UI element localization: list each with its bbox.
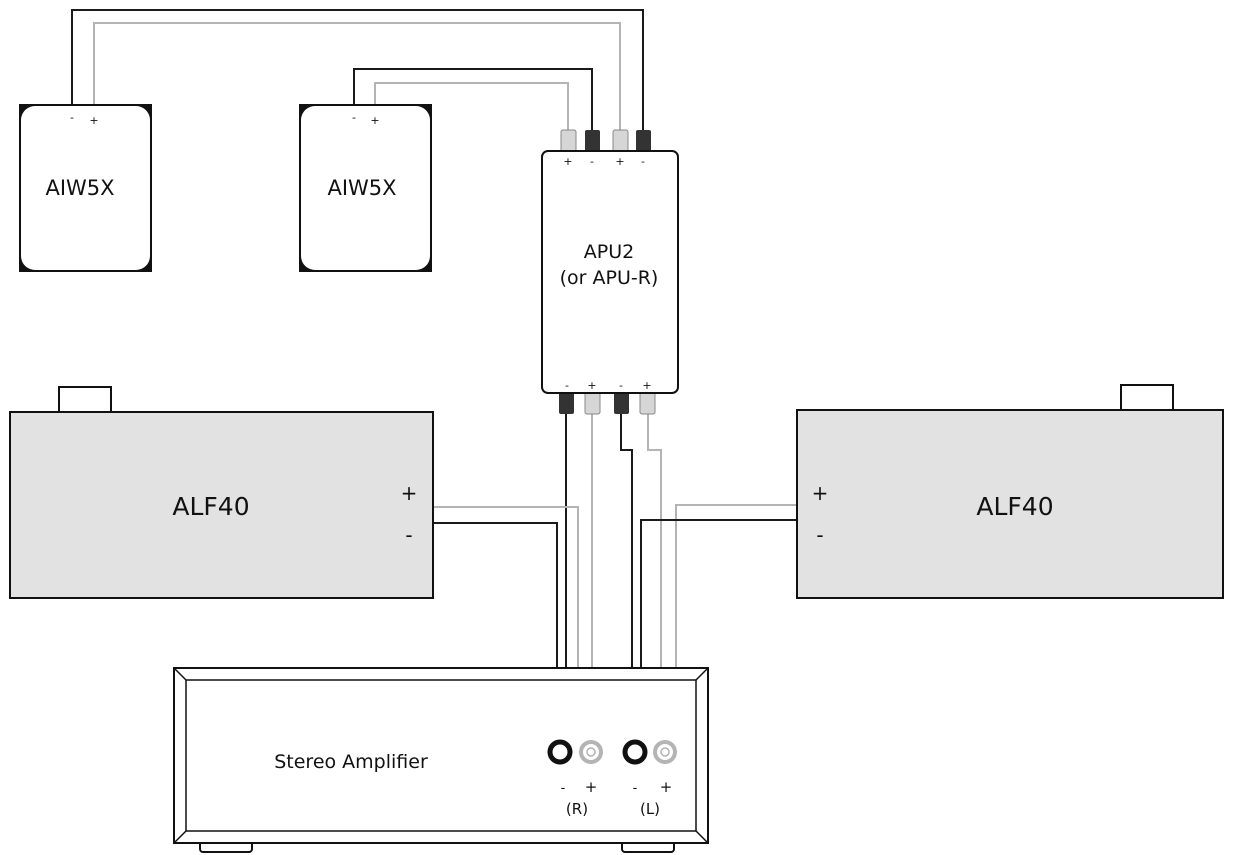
apu-body: [541, 150, 679, 394]
amp-l-channel-label: (L): [640, 800, 660, 818]
amp-r-minus-mark: -: [561, 781, 566, 796]
subwoofer-left: ALF40 + -: [9, 386, 434, 599]
subwoofer-right-minus-mark: -: [816, 523, 823, 547]
subwoofer-right-handle: [1120, 384, 1174, 412]
amplifier-body: [173, 667, 709, 844]
apu-bottom-mark-3: -: [619, 379, 623, 392]
subwoofer-right-body: [796, 409, 1224, 599]
amplifier-bevel: [185, 679, 697, 832]
apu-label-line2: (or APU-R): [560, 267, 659, 289]
wire-apu-l-plus: [647, 412, 662, 741]
speaker-left-plus-mark: +: [89, 114, 98, 127]
apu-top-mark-3: +: [615, 155, 624, 168]
amp-l-plus-terminal: [653, 740, 677, 764]
apu-bottom-mark-4: +: [642, 379, 651, 392]
subwoofer-right-plus-mark: +: [812, 481, 829, 505]
apu-top-mark-4: -: [641, 155, 645, 168]
apu-top-connector-3: [612, 129, 629, 153]
speaker-left-label: AIW5X: [45, 176, 114, 200]
speaker-left: - + AIW5X: [19, 104, 152, 272]
speaker-right-label: AIW5X: [327, 176, 396, 200]
apu-top-connector-1: [560, 129, 577, 153]
apu-bottom-connector-1: [559, 392, 574, 414]
apu-top-mark-2: -: [590, 155, 594, 168]
apu-top-connector-4: [636, 130, 651, 152]
amp-r-minus-terminal: [547, 739, 573, 765]
amp-r-plus-mark: +: [585, 778, 598, 796]
subwoofer-left-minus-mark: -: [405, 523, 412, 547]
apu-bottom-mark-1: -: [565, 379, 569, 392]
amp-l-minus-terminal: [622, 739, 648, 765]
wire-speaker1-plus: [93, 22, 621, 130]
subwoofer-left-handle: [58, 386, 112, 414]
apu-label-line1: APU2: [584, 241, 634, 263]
stereo-amplifier: Stereo Amplifier - + (R) - + (L): [173, 667, 709, 853]
wire-speaker2-plus: [374, 82, 569, 130]
wire-sub-right-plus: [675, 504, 797, 741]
amp-l-minus-mark: -: [633, 781, 638, 796]
speaker-left-minus-mark: -: [70, 111, 74, 124]
wire-apu-l-minus: [620, 412, 633, 741]
subwoofer-left-body: [9, 411, 434, 599]
speaker-right-minus-mark: -: [352, 111, 356, 124]
amp-l-plus-mark: +: [660, 778, 673, 796]
apu-bottom-connector-3: [614, 392, 629, 414]
apu-bottom-mark-2: +: [587, 379, 596, 392]
subwoofer-right: ALF40 + -: [796, 384, 1224, 599]
apu-top-connector-2: [585, 130, 600, 152]
speaker-right-plus-mark: +: [370, 114, 379, 127]
wire-speaker2-minus: [353, 68, 593, 130]
amp-r-channel-label: (R): [566, 800, 588, 818]
apu-bottom-connector-4: [639, 391, 656, 415]
subwoofer-left-label: ALF40: [172, 492, 249, 521]
subwoofer-right-label: ALF40: [976, 492, 1053, 521]
subwoofer-left-plus-mark: +: [401, 481, 418, 505]
amplifier-label: Stereo Amplifier: [274, 751, 428, 773]
amp-r-plus-terminal: [579, 740, 603, 764]
apu-bottom-connector-2: [584, 391, 601, 415]
apu-top-mark-1: +: [563, 155, 572, 168]
apu-unit: + - + - APU2 (or APU-R) - + - +: [541, 129, 679, 415]
wire-sub-left-plus: [433, 506, 579, 741]
wire-speaker1-minus: [71, 9, 644, 130]
speaker-right: - + AIW5X: [299, 104, 432, 272]
